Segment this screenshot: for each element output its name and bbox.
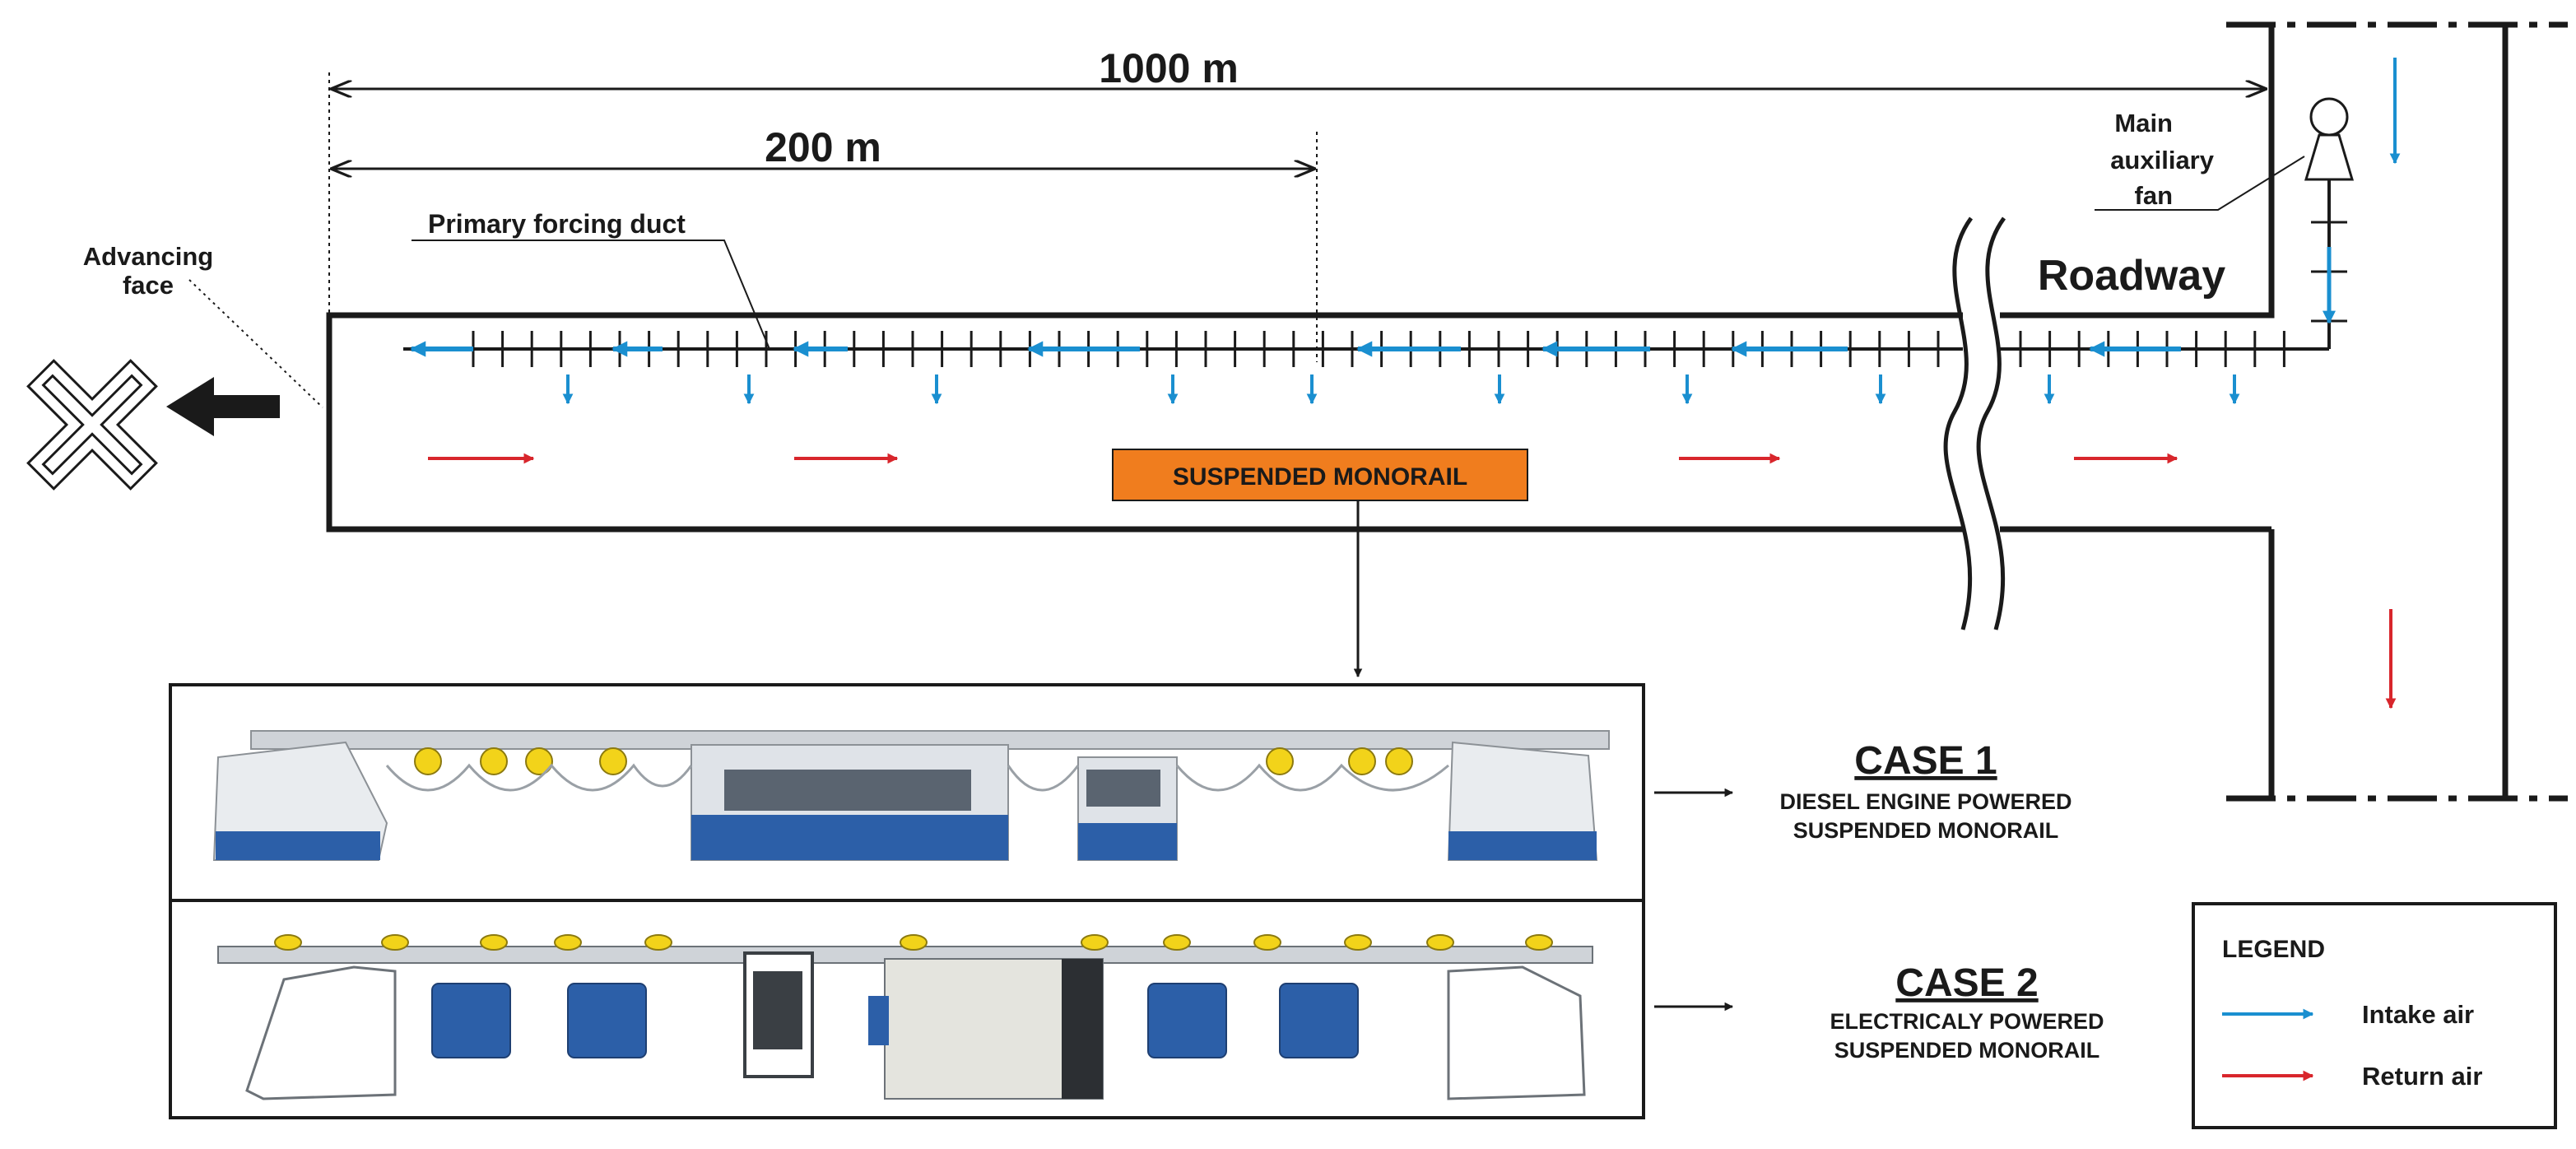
drive-unit-icon xyxy=(431,983,511,1058)
legend-title: LEGEND xyxy=(2222,936,2325,963)
advancing-face-label: Advancing xyxy=(83,242,213,271)
case2-label: CASE 2 ELECTRICALY POWERED SUSPENDED MON… xyxy=(1654,961,2104,1063)
intake-arrows xyxy=(410,58,2401,405)
fan-label-2: auxiliary xyxy=(2110,146,2215,174)
return-arrows xyxy=(428,453,2397,709)
roadway-label: Roadway xyxy=(2038,252,2225,300)
case1-label: CASE 1 DIESEL ENGINE POWERED SUSPENDED M… xyxy=(1654,739,2072,843)
trolley-icon xyxy=(1344,934,1372,951)
legend-intake-label: Intake air xyxy=(2362,1000,2474,1029)
case2-line2: SUSPENDED MONORAIL xyxy=(1834,1038,2100,1063)
case1-title: CASE 1 xyxy=(1854,739,1997,783)
bogie-icon xyxy=(525,747,553,775)
trolley-icon xyxy=(1525,934,1553,951)
case1-line2: SUSPENDED MONORAIL xyxy=(1793,818,2059,843)
drive-unit-icon xyxy=(1279,983,1359,1058)
case2-title: CASE 2 xyxy=(1895,961,2038,1005)
trolley-icon xyxy=(1163,934,1191,951)
main-auxiliary-fan: Main auxiliary fan xyxy=(2095,97,2355,211)
roadway-dash-dot-lines xyxy=(2226,21,2568,802)
trolley-icon xyxy=(1426,934,1454,951)
trolley-icon xyxy=(274,934,302,951)
suspended-monorail-box: SUSPENDED MONORAIL xyxy=(1112,449,1528,678)
trolley-icon xyxy=(1253,934,1281,951)
drive-unit-icon xyxy=(1147,983,1227,1058)
dim-200m-label: 200 m xyxy=(765,124,881,170)
advancing-face-label-2: face xyxy=(123,271,174,300)
trolley-icon xyxy=(900,934,928,951)
case1-vehicle-icon xyxy=(212,730,1610,861)
dim-1000m-label: 1000 m xyxy=(1099,45,1239,91)
dimension-lines: 1000 m 200 m xyxy=(328,45,2265,412)
roadway-outline xyxy=(326,23,2509,798)
case1-line1: DIESEL ENGINE POWERED xyxy=(1779,789,2071,814)
trolley-icon xyxy=(1081,934,1109,951)
advancing-face-icon xyxy=(26,359,158,491)
bogie-icon xyxy=(1385,747,1413,775)
trolley-icon xyxy=(644,934,672,951)
trolley-icon xyxy=(381,934,409,951)
drive-unit-icon xyxy=(567,983,647,1058)
trolley-icon xyxy=(554,934,582,951)
bogie-icon xyxy=(1266,747,1294,775)
advancing-face: Advancing face xyxy=(26,242,323,491)
bogie-icon xyxy=(1348,747,1376,775)
case2-vehicle-icon xyxy=(217,934,1593,1100)
bogie-icon xyxy=(480,747,508,775)
fan-label-1: Main xyxy=(2114,109,2173,137)
legend: LEGEND Intake air Return air xyxy=(2192,902,2557,1129)
break-lines xyxy=(1943,216,2006,630)
monorail-label: SUSPENDED MONORAIL xyxy=(1173,463,1467,491)
fan-icon xyxy=(2304,97,2355,181)
bogie-icon xyxy=(599,747,627,775)
fan-label-3: fan xyxy=(2135,181,2174,210)
case2-line1: ELECTRICALY POWERED xyxy=(1830,1009,2104,1034)
primary-forcing-duct-label: Primary forcing duct xyxy=(428,209,686,239)
legend-return-label: Return air xyxy=(2362,1062,2482,1091)
bogie-icon xyxy=(414,747,442,775)
advancing-arrow-icon xyxy=(166,377,280,436)
trolley-icon xyxy=(480,934,508,951)
